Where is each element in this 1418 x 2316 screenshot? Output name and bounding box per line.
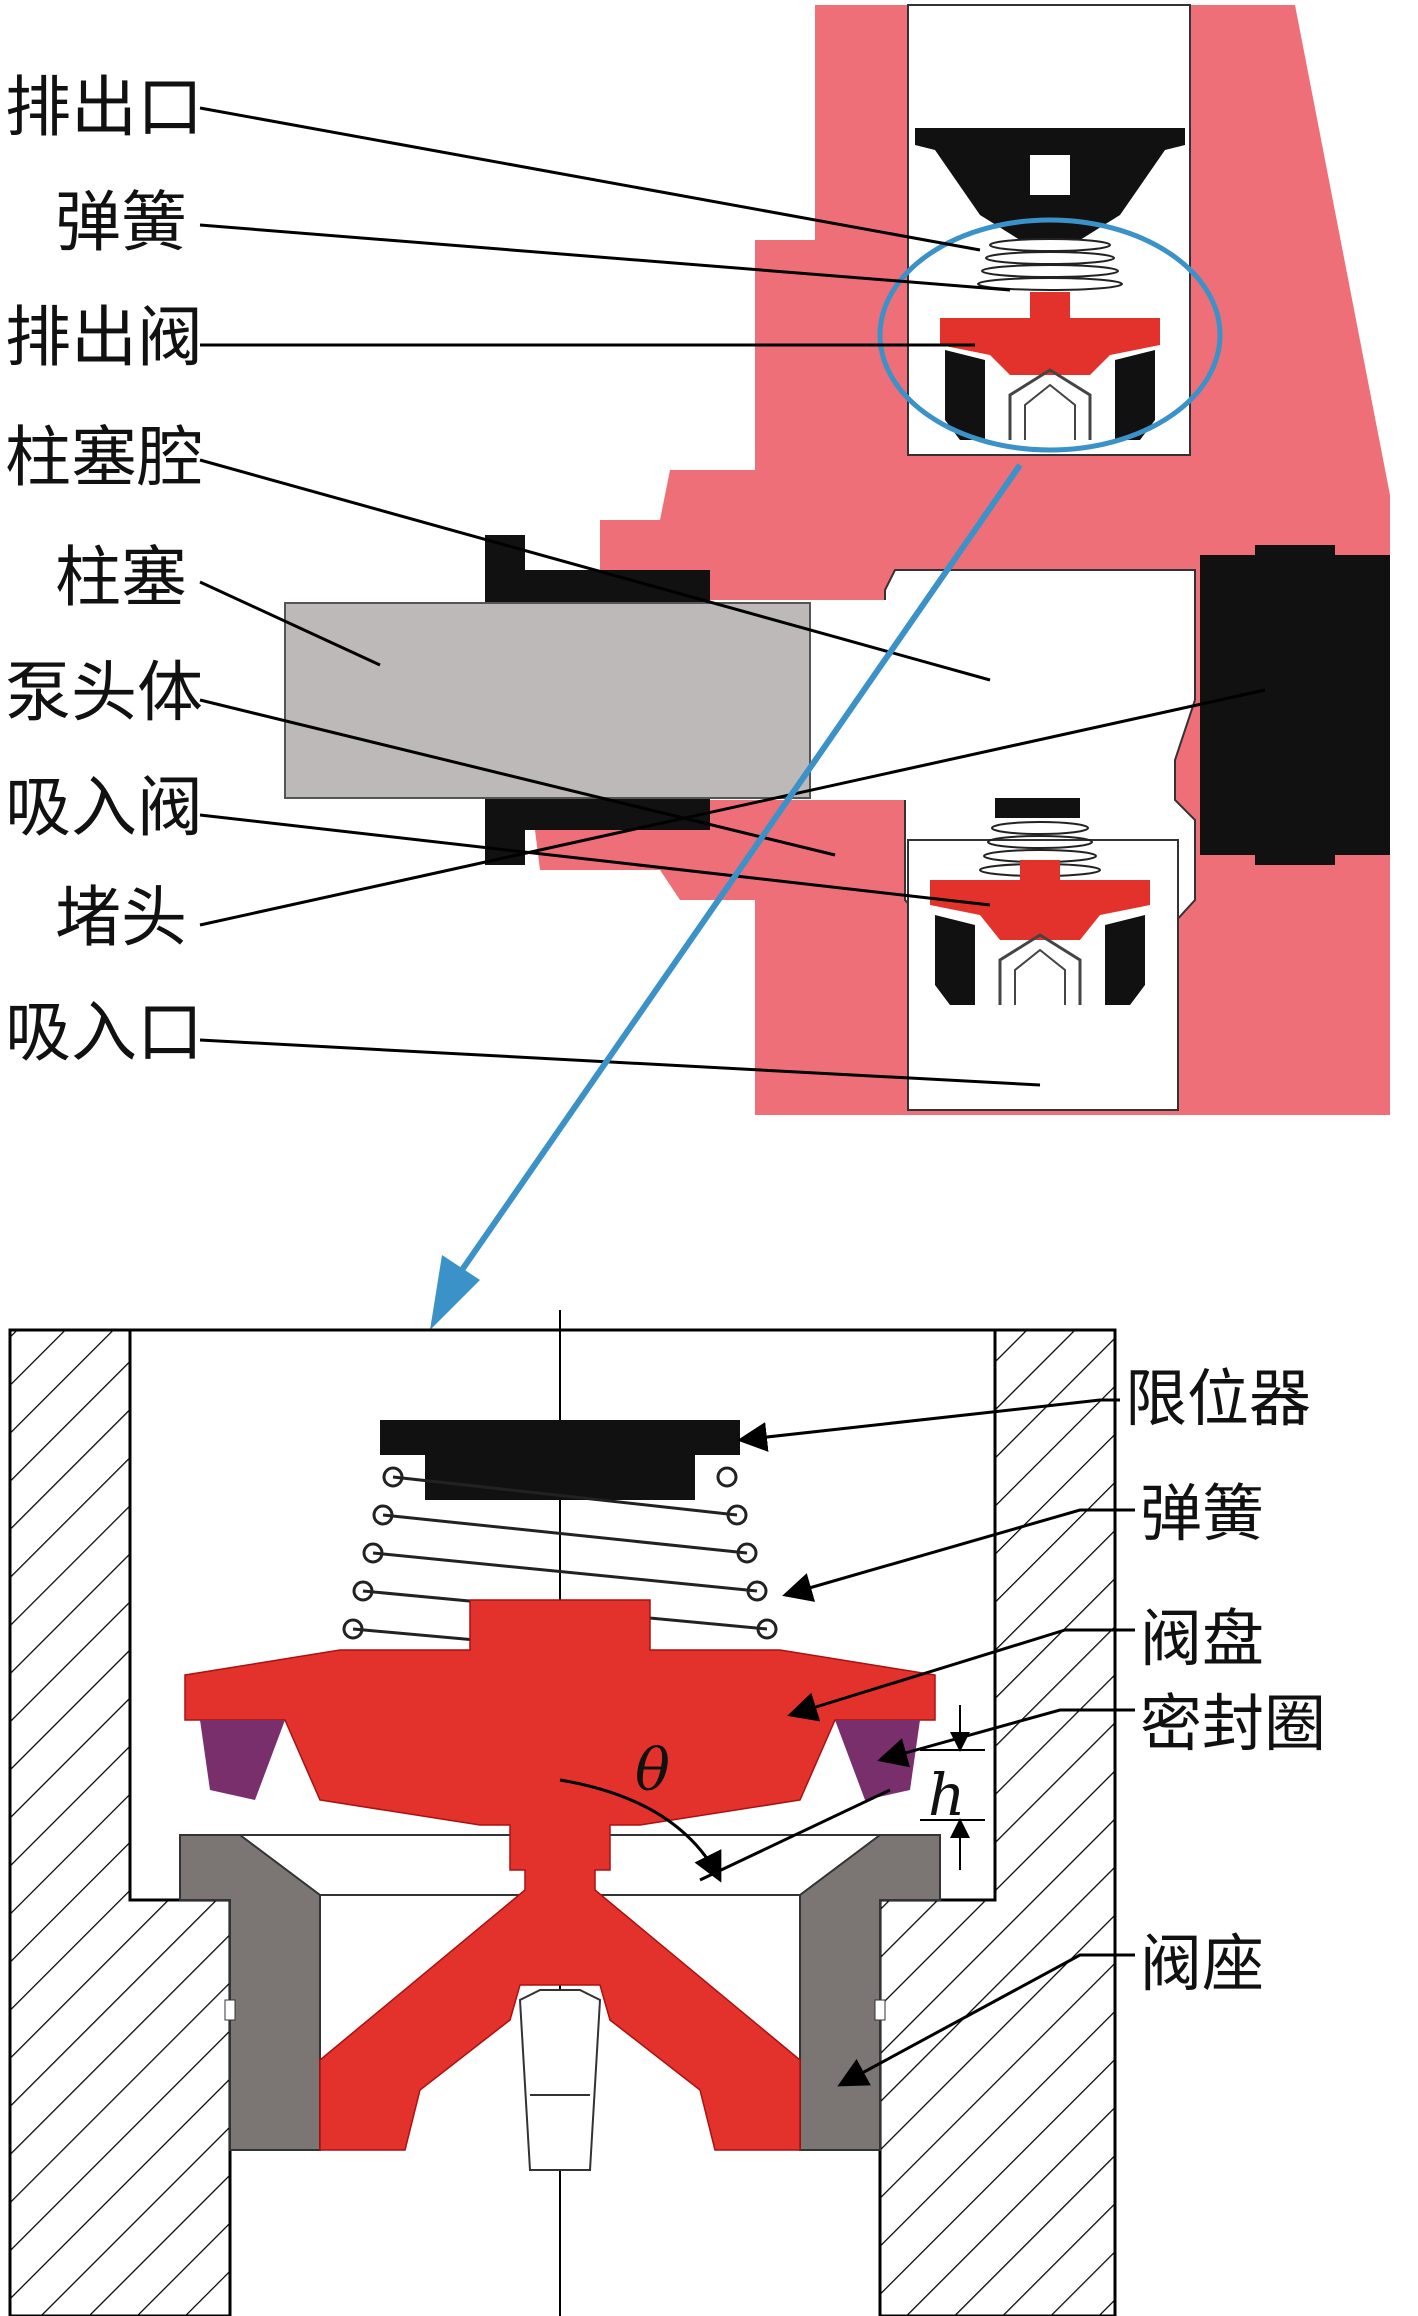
label-spring-top: 弹簧 [55,184,187,261]
plunger [284,602,811,799]
theta-arc [559,1778,722,1883]
label-discharge-port: 排出口 [5,69,203,146]
valve-detail: θ h [8,1310,1117,2316]
pump-head-section [284,4,1390,1115]
detail-labels: 限位器 弹簧 阀盘 密封圈 阀座 [1125,1362,1326,2000]
label-pump-head-body: 泵头体 [5,654,203,731]
label-valve-seat: 阀座 [1140,1927,1264,2000]
suction-valve-assembly [930,798,1150,1005]
discharge-valve-assembly [915,128,1185,440]
label-suction-port: 吸入口 [5,994,203,1071]
housing-hatch-right [878,1328,1117,2316]
zoom-callout-arrow [430,463,1023,1330]
label-plug: 堵头 [55,879,187,956]
label-limiter: 限位器 [1125,1362,1311,1435]
label-valve-disc: 阀盘 [1140,1602,1264,1675]
seal-ring-left [200,1720,285,1800]
label-discharge-valve: 排出阀 [5,299,203,376]
h-symbol: h [928,1761,965,1829]
highlight-ellipse [877,217,1223,453]
top-leader-lines [199,106,1266,1087]
label-seal-ring: 密封圈 [1140,1687,1326,1760]
limiter [380,1420,740,1500]
packing-upper [485,535,525,605]
detail-leader-lines [737,1398,1135,2087]
plug [1200,555,1390,855]
valve-disc [184,1599,936,2151]
valve-seat [179,1834,321,2151]
label-plunger: 柱塞 [55,539,187,616]
label-plunger-chamber: 柱塞腔 [5,419,203,496]
label-suction-valve: 吸入阀 [5,769,203,846]
top-labels: 排出口 弹簧 排出阀 柱塞腔 柱塞 泵头体 吸入阀 堵头 吸入口 [5,69,203,1071]
seal-ring-right [835,1720,920,1800]
label-spring-detail: 弹簧 [1140,1477,1264,1550]
theta-symbol: θ [635,1736,670,1804]
